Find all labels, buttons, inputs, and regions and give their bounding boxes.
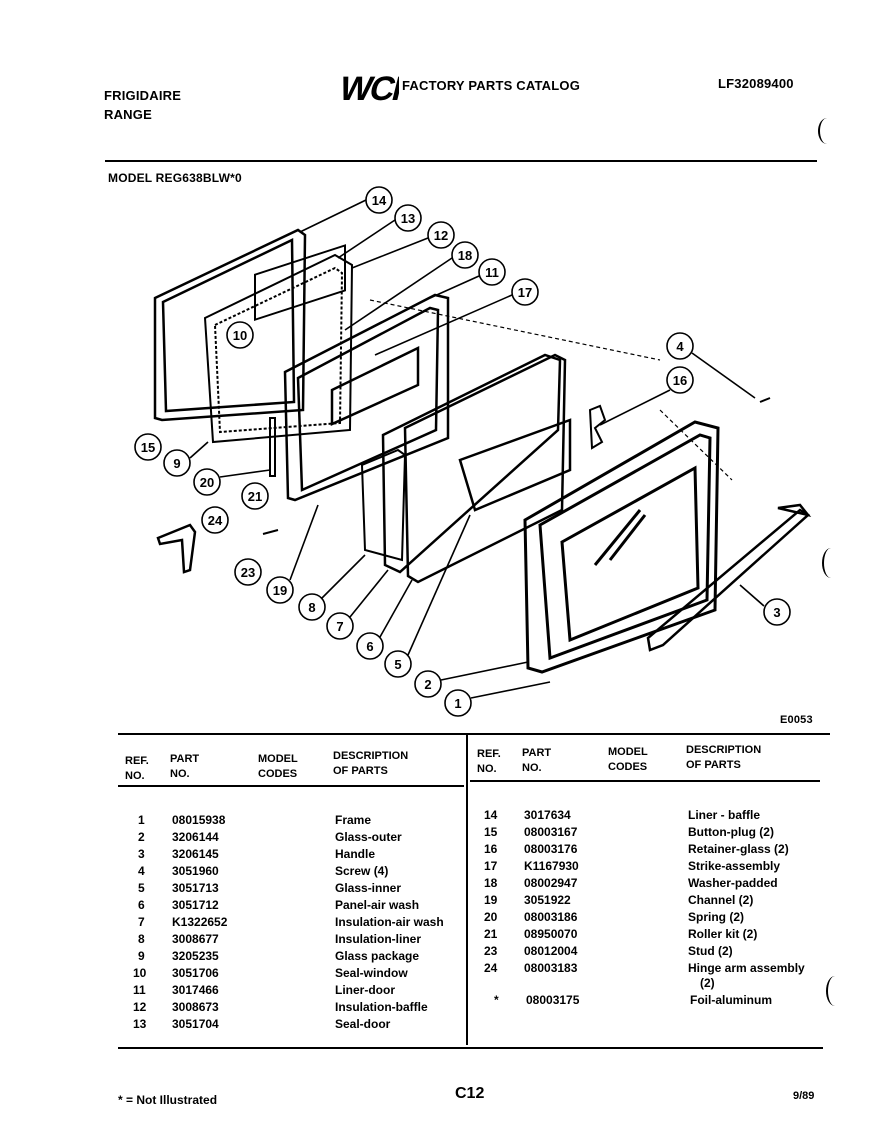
- table-bottom-rule: [118, 1047, 823, 1049]
- part-insulation: [360, 353, 562, 574]
- callout-6: 6: [366, 639, 373, 654]
- leader-dashes: [369, 299, 733, 481]
- brand-name: FRIGIDAIRE: [104, 88, 182, 103]
- callout-10: 10: [233, 328, 247, 343]
- callout-15: 15: [141, 440, 155, 455]
- part-frame: [523, 420, 720, 674]
- part-seal-door: [203, 244, 354, 444]
- callout-labels: 14 13 12 18 11 17 10 4 16 15 9 20 21 24 …: [141, 193, 781, 711]
- callout-17: 17: [518, 285, 532, 300]
- callout-9: 9: [173, 456, 180, 471]
- header-divider: [105, 160, 817, 162]
- left-header-ref: REF. NO.: [125, 755, 149, 782]
- callout-23: 23: [241, 565, 255, 580]
- callout-13: 13: [401, 211, 415, 226]
- part-hinge-arm: [156, 523, 197, 574]
- left-header-model: MODEL CODES: [258, 753, 298, 780]
- revision-date: 9/89: [793, 1090, 815, 1102]
- right-header-rule: [470, 780, 820, 782]
- callout-19: 19: [273, 583, 287, 598]
- left-header-rule: [118, 785, 464, 787]
- callout-14: 14: [372, 193, 387, 208]
- right-header-part: PART NO.: [522, 747, 552, 774]
- part-retainer-glass: [588, 404, 607, 450]
- binding-hole-mark: [826, 976, 844, 1006]
- part-spring: [269, 417, 276, 477]
- exploded-parts-diagram: 14 13 12 18 11 17 10 4 16 15 9 20 21 24 …: [134, 186, 812, 717]
- callout-5: 5: [394, 657, 401, 672]
- figure-code: E0053: [780, 714, 813, 726]
- callout-20: 20: [200, 475, 214, 490]
- part-liner-door: [283, 293, 450, 502]
- brand-block: FRIGIDAIRE RANGE: [104, 86, 181, 124]
- callout-18: 18: [458, 248, 472, 263]
- callout-7: 7: [336, 619, 343, 634]
- table-column-divider: [466, 735, 468, 1045]
- left-header-part: PART NO.: [170, 753, 200, 780]
- table-top-rule: [118, 733, 830, 735]
- binding-hole-mark: [818, 118, 836, 144]
- wci-logo: WCI: [336, 70, 399, 104]
- page-number: C12: [455, 1085, 485, 1102]
- right-header-model: MODEL CODES: [608, 746, 648, 773]
- footnote: * = Not Illustrated: [118, 1093, 218, 1107]
- callouts: [134, 186, 791, 717]
- callout-8: 8: [308, 600, 315, 615]
- callout-21: 21: [248, 489, 262, 504]
- part-screws: [262, 397, 771, 535]
- catalog-number: LF32089400: [718, 76, 794, 91]
- part-liner-baffle: [153, 228, 307, 422]
- logo-text: WCI: [336, 70, 399, 104]
- callout-1: 1: [454, 696, 461, 711]
- left-header-desc: DESCRIPTION OF PARTS: [333, 750, 409, 777]
- callout-24: 24: [208, 513, 223, 528]
- part-panel-air-wash: [403, 353, 572, 584]
- callout-16: 16: [673, 373, 687, 388]
- callout-12: 12: [434, 228, 448, 243]
- product-type: RANGE: [104, 107, 152, 122]
- callout-11: 11: [485, 265, 499, 280]
- callout-4: 4: [676, 339, 684, 354]
- model-label: MODEL REG638BLW*0: [108, 171, 242, 185]
- right-header-desc: DESCRIPTION OF PARTS: [686, 744, 762, 771]
- binding-hole-mark: [822, 548, 840, 578]
- callout-3: 3: [773, 605, 780, 620]
- part-handle: [646, 503, 812, 652]
- callout-2: 2: [424, 677, 431, 692]
- catalog-title: FACTORY PARTS CATALOG: [402, 78, 581, 93]
- right-header-ref: REF. NO.: [477, 748, 501, 775]
